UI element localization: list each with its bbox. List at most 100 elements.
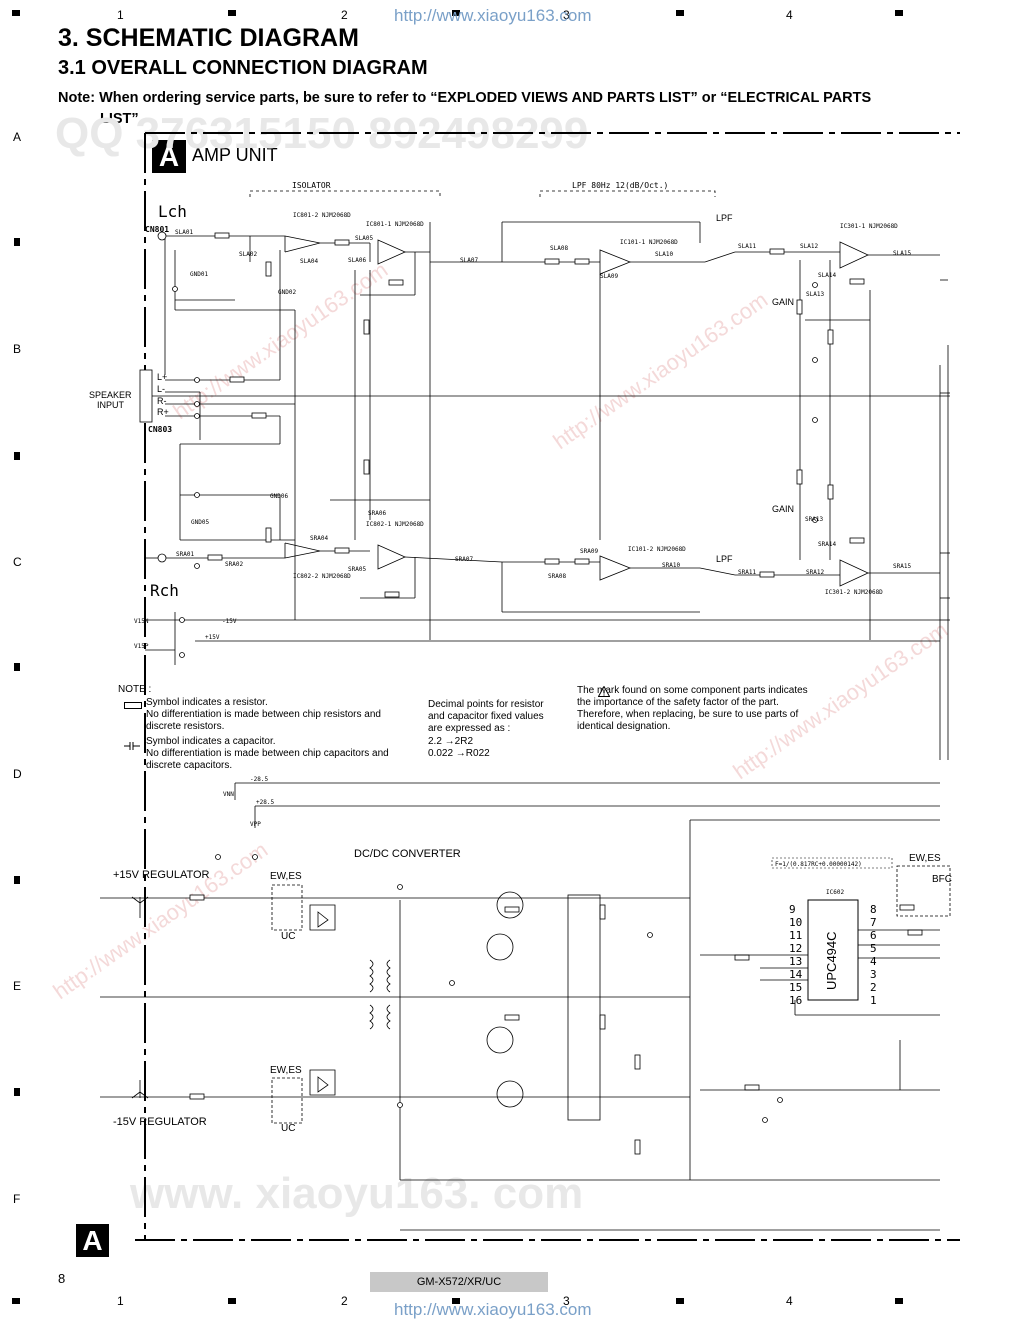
net-label: SRA11 bbox=[738, 569, 756, 576]
watermark-text: www. xiaoyu163. com bbox=[129, 1169, 583, 1218]
net-label: SRA13 bbox=[805, 516, 823, 523]
registration-mark bbox=[676, 1298, 684, 1304]
svg-text:1: 1 bbox=[870, 994, 877, 1007]
speaker-pin-label: L+ bbox=[157, 372, 167, 382]
page-title: 3. SCHEMATIC DIAGRAM bbox=[58, 24, 359, 52]
registration-mark bbox=[14, 663, 20, 671]
ic-label: IC602 bbox=[826, 889, 844, 896]
net-label: SRA12 bbox=[806, 569, 824, 576]
row-letter-f: F bbox=[13, 1192, 21, 1206]
safety-note-line2: the importance of the safety factor of t… bbox=[577, 697, 779, 708]
footer-unit-badge: A bbox=[76, 1224, 109, 1257]
decimal-note-line1: Decimal points for resistor bbox=[428, 699, 544, 710]
components bbox=[189, 232, 923, 1155]
net-label: GND02 bbox=[278, 289, 296, 296]
column-number-2: 2 bbox=[341, 1294, 348, 1308]
model-label: GM-X572/XR/UC bbox=[370, 1272, 548, 1292]
net-label: SRA02 bbox=[225, 561, 243, 568]
ew-es-label: EW,ES bbox=[909, 853, 941, 864]
registration-mark bbox=[14, 876, 20, 884]
ew-es-label: EW,ES bbox=[270, 1065, 302, 1076]
safety-note-line1: The mark found on some component parts i… bbox=[577, 685, 808, 696]
speaker-pin-label: R+ bbox=[157, 407, 169, 417]
ic-label: IC801-1 NJM2068D bbox=[366, 221, 424, 228]
svg-text:4: 4 bbox=[870, 955, 877, 968]
ic-label: IC101-2 NJM2068D bbox=[628, 546, 686, 553]
rail-label: -28.5 bbox=[250, 776, 268, 783]
safety-note-line4: identical designation. bbox=[577, 721, 671, 732]
net-label: SLA15 bbox=[893, 250, 911, 257]
svg-text:9: 9 bbox=[789, 903, 796, 916]
page-subtitle: 3.1 OVERALL CONNECTION DIAGRAM bbox=[58, 57, 428, 79]
speaker-connector bbox=[139, 369, 153, 423]
net-label: GND01 bbox=[190, 271, 208, 278]
net-label: SLA10 bbox=[655, 251, 673, 258]
net-label: SLA09 bbox=[600, 273, 618, 280]
net-label: SRA07 bbox=[455, 556, 473, 563]
row-letter-d: D bbox=[13, 767, 22, 781]
net-label: V15N bbox=[134, 618, 149, 625]
watermark-text: http://www.xiaoyu163.com bbox=[49, 837, 273, 1004]
rch-label: Rch bbox=[150, 581, 179, 600]
registration-mark bbox=[14, 238, 20, 246]
capacitor-note-line2: No differentiation is made between chip … bbox=[146, 748, 389, 759]
converter-blocks bbox=[131, 891, 601, 1121]
column-number-2: 2 bbox=[341, 8, 348, 22]
column-number-1: 1 bbox=[117, 1294, 124, 1308]
capacitor-symbol-icon bbox=[124, 737, 140, 750]
net-label: SRA05 bbox=[348, 566, 366, 573]
net-label: SLA06 bbox=[348, 257, 366, 264]
resistor-note-line3: discrete resistors. bbox=[146, 721, 225, 732]
speaker-input-label-2: INPUT bbox=[97, 400, 125, 410]
svg-text:16: 16 bbox=[789, 994, 802, 1007]
decimal-note-line2: and capacitor fixed values bbox=[428, 711, 544, 722]
connector-circles bbox=[157, 231, 818, 1123]
registration-mark bbox=[228, 10, 236, 16]
net-label: SLA02 bbox=[239, 251, 257, 258]
decimal-note-line5: 0.022 →R022 bbox=[428, 748, 490, 759]
ic602-part-number: UPC494C bbox=[824, 931, 839, 990]
resistor-note-line2: No differentiation is made between chip … bbox=[146, 709, 381, 720]
svg-text:11: 11 bbox=[789, 929, 802, 942]
column-number-3: 3 bbox=[563, 1294, 570, 1308]
net-label: VPP bbox=[250, 821, 261, 828]
row-letter-b: B bbox=[13, 342, 22, 356]
net-label: SRA09 bbox=[580, 548, 598, 555]
svg-text:7: 7 bbox=[870, 916, 877, 929]
rch-signal-path bbox=[145, 494, 940, 613]
registration-mark bbox=[895, 1298, 903, 1304]
rail-label: +15V bbox=[205, 634, 220, 641]
row-letter-e: E bbox=[13, 979, 22, 993]
footer-url[interactable]: http://www.xiaoyu163.com bbox=[394, 1300, 592, 1319]
svg-text:5: 5 bbox=[870, 942, 877, 955]
decimal-note-line4: 2.2 →2R2 bbox=[428, 736, 474, 747]
formula-label: F=1/(0.817RC+0.00000142) bbox=[775, 861, 862, 868]
neg-regulator-label: -15V REGULATOR bbox=[113, 1116, 207, 1128]
uc-label: UC bbox=[281, 931, 295, 942]
pos-regulator-label: +15V REGULATOR bbox=[113, 869, 210, 881]
registration-mark bbox=[14, 452, 20, 460]
net-label: SRA06 bbox=[368, 510, 386, 517]
svg-text:14: 14 bbox=[789, 968, 803, 981]
ic-label: IC301-2 NJM2068D bbox=[825, 589, 883, 596]
ic602-wires bbox=[700, 929, 940, 1091]
header-url[interactable]: http://www.xiaoyu163.com bbox=[394, 6, 592, 25]
registration-mark bbox=[14, 1088, 20, 1096]
registration-mark bbox=[452, 1298, 460, 1304]
registration-mark bbox=[12, 10, 20, 16]
capacitor-note-line1: Symbol indicates a capacitor. bbox=[146, 736, 276, 747]
ic-label: IC101-1 NJM2068D bbox=[620, 239, 678, 246]
ordering-note-line2: LIST”. bbox=[100, 111, 143, 127]
registration-mark bbox=[12, 1298, 20, 1304]
svg-text:13: 13 bbox=[789, 955, 802, 968]
svg-text:12: 12 bbox=[789, 942, 802, 955]
ic602-block bbox=[807, 899, 859, 1001]
gain-label: GAIN bbox=[772, 297, 794, 307]
isolator-label: ISOLATOR bbox=[292, 181, 331, 190]
column-number-4: 4 bbox=[786, 1294, 793, 1308]
net-label: SLA13 bbox=[806, 291, 824, 298]
net-label: SRA08 bbox=[548, 573, 566, 580]
formula-box bbox=[771, 857, 893, 869]
option-boxes bbox=[271, 865, 951, 1124]
